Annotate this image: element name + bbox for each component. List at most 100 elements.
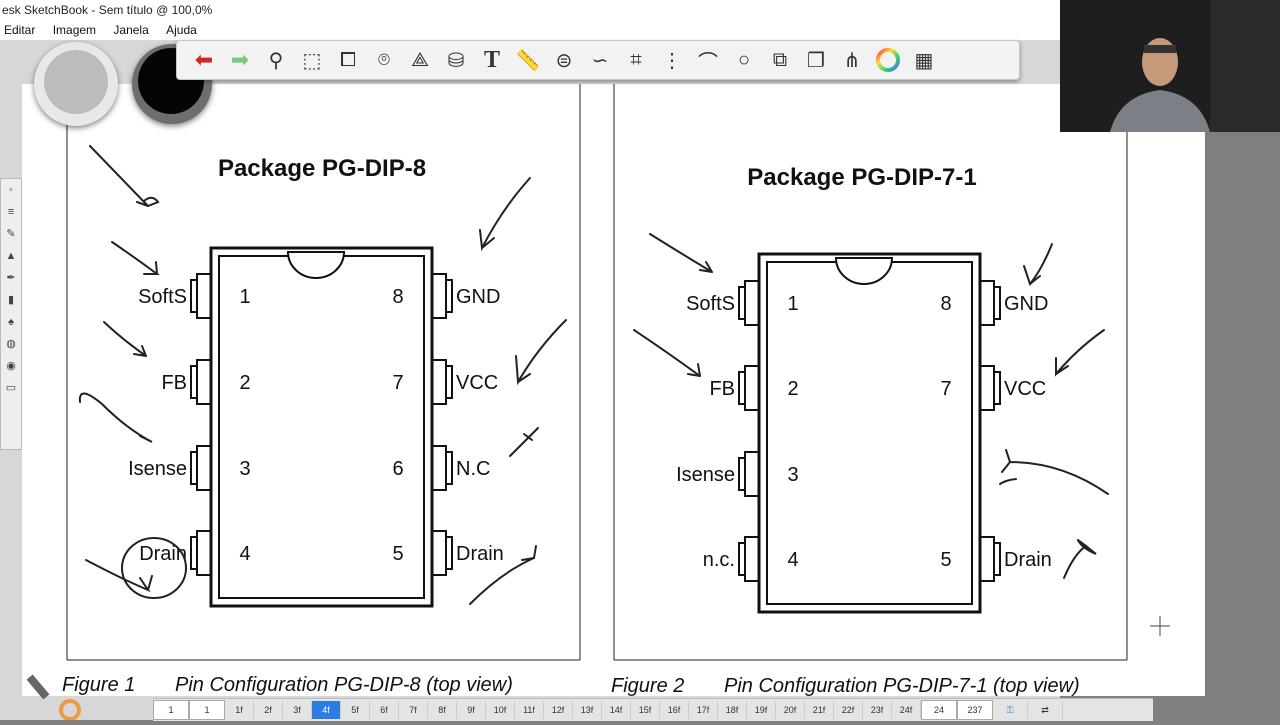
pin-label-left: FB bbox=[161, 372, 187, 394]
brush-icon[interactable]: ♠ bbox=[8, 316, 14, 328]
arrow-10 bbox=[649, 233, 713, 273]
webcam-overlay bbox=[1060, 0, 1280, 132]
brush-puck[interactable] bbox=[34, 42, 118, 126]
arrow-2 bbox=[111, 241, 161, 275]
start-frame[interactable]: 1 bbox=[153, 700, 189, 720]
ellipse-guide-icon[interactable]: ⊜ bbox=[555, 49, 573, 72]
lead-right-1 bbox=[980, 280, 1001, 326]
pin-number-left: 4 bbox=[239, 543, 250, 565]
arrow-7 bbox=[515, 319, 567, 386]
frame-4f[interactable]: 4f bbox=[312, 701, 341, 719]
frame-24f[interactable]: 24f bbox=[892, 701, 921, 719]
ruler-icon[interactable]: 📏 bbox=[515, 49, 541, 72]
collapse-icon[interactable]: ◦ bbox=[9, 184, 13, 196]
frame-3f[interactable]: 3f bbox=[283, 701, 312, 719]
pencil-icon[interactable]: ✎ bbox=[6, 228, 16, 240]
frame-10f[interactable]: 10f bbox=[486, 701, 515, 719]
pin-label-left: SoftS bbox=[138, 286, 187, 308]
menu-janela[interactable]: Janela bbox=[113, 23, 149, 37]
end-frame[interactable]: 237 bbox=[957, 700, 993, 720]
menu-ajuda[interactable]: Ajuda bbox=[166, 23, 197, 37]
pen-icon[interactable]: ✒ bbox=[6, 272, 16, 284]
lead-left-4 bbox=[738, 536, 759, 582]
frame-5f[interactable]: 5f bbox=[341, 701, 370, 719]
figure1-caption-text: Pin Configuration PG-DIP-8 (top view) bbox=[175, 674, 513, 696]
figure2-chip-outer bbox=[757, 252, 982, 614]
circle-icon[interactable]: ○ bbox=[737, 48, 751, 71]
arrow-14 bbox=[999, 449, 1109, 495]
pin-number-right: 8 bbox=[392, 286, 403, 308]
brushes-icon[interactable]: ⋔ bbox=[843, 49, 861, 72]
lasso-icon[interactable]: ⌾ bbox=[378, 48, 390, 71]
shape-icon[interactable]: ⧉ bbox=[772, 48, 788, 71]
bucket-icon[interactable]: ⛁ bbox=[447, 49, 465, 72]
symmetry-icon[interactable]: ⋮ bbox=[662, 49, 682, 72]
frame-9f[interactable]: 9f bbox=[457, 701, 486, 719]
frame-20f[interactable]: 20f bbox=[776, 701, 805, 719]
zoom-icon[interactable]: ⚲ bbox=[268, 49, 284, 72]
figure1-annotations bbox=[78, 145, 567, 605]
select-icon[interactable]: ⬚ bbox=[302, 49, 322, 72]
frame-17f[interactable]: 17f bbox=[689, 701, 718, 719]
smudge-icon[interactable]: ◉ bbox=[6, 360, 16, 372]
menu-imagem[interactable]: Imagem bbox=[52, 23, 97, 37]
undo-icon[interactable]: ⬅ bbox=[194, 47, 214, 72]
menu-editar[interactable]: Editar bbox=[4, 23, 36, 37]
frame-21f[interactable]: 21f bbox=[805, 701, 834, 719]
frame-11f[interactable]: 11f bbox=[515, 701, 544, 719]
pin-label-right: N.C bbox=[456, 458, 490, 480]
frame-22f[interactable]: 22f bbox=[834, 701, 863, 719]
color-puck[interactable] bbox=[132, 44, 212, 124]
color-wheel-mini-icon bbox=[59, 699, 81, 721]
loop-icon[interactable]: ⇄ bbox=[1028, 701, 1063, 719]
frame-12f[interactable]: 12f bbox=[544, 701, 573, 719]
pin-number-left: 1 bbox=[787, 293, 798, 315]
eraser-icon[interactable]: ▭ bbox=[5, 382, 17, 394]
blur-icon[interactable]: ◍ bbox=[6, 338, 16, 350]
frame-2f[interactable]: 2f bbox=[254, 701, 283, 719]
frame-7f[interactable]: 7f bbox=[399, 701, 428, 719]
frame-14f[interactable]: 14f bbox=[602, 701, 631, 719]
stroke-icon[interactable]: ⌒ bbox=[698, 51, 718, 74]
transform-icon[interactable]: ⟁ bbox=[411, 48, 429, 71]
airbrush-icon[interactable]: ▲ bbox=[5, 250, 17, 262]
frame-18f[interactable]: 18f bbox=[718, 701, 747, 719]
figure2-notch bbox=[834, 257, 894, 285]
frame-23f[interactable]: 23f bbox=[863, 701, 892, 719]
crop-icon[interactable]: ⧠ bbox=[340, 48, 356, 71]
frame-8f[interactable]: 8f bbox=[428, 701, 457, 719]
pin-label-left: Drain bbox=[139, 543, 187, 565]
lead-left-1 bbox=[738, 280, 759, 326]
current-frame[interactable]: 1 bbox=[189, 700, 225, 720]
figure1-chip-outer bbox=[209, 246, 434, 608]
key-icon[interactable]: ⚿ bbox=[993, 701, 1028, 719]
color-wheel-icon[interactable] bbox=[873, 45, 903, 75]
perspective-icon[interactable]: ⌗ bbox=[630, 48, 642, 71]
pen-mini-icon bbox=[26, 674, 50, 700]
pin-label-right: GND bbox=[456, 286, 500, 308]
right-margin bbox=[1205, 132, 1280, 720]
marker-icon[interactable]: ▮ bbox=[7, 294, 15, 306]
layers-icon[interactable]: ❐ bbox=[807, 49, 825, 72]
french-curve-icon[interactable]: ∽ bbox=[591, 49, 609, 72]
frame-16f[interactable]: 16f bbox=[660, 701, 689, 719]
fps-field[interactable]: 24 bbox=[921, 700, 957, 720]
frame-13f[interactable]: 13f bbox=[573, 701, 602, 719]
frame-15f[interactable]: 15f bbox=[631, 701, 660, 719]
brush-size-icon bbox=[44, 50, 108, 114]
pin-label-right: GND bbox=[1004, 293, 1048, 315]
text-icon[interactable]: T bbox=[483, 46, 500, 73]
frame-1f[interactable]: 1f bbox=[225, 701, 254, 719]
frame-6f[interactable]: 6f bbox=[370, 701, 399, 719]
lead-right-3 bbox=[432, 445, 453, 491]
figure1-caption-label: Figure 1 bbox=[62, 674, 136, 696]
frame-19f[interactable]: 19f bbox=[747, 701, 776, 719]
palette-icon[interactable]: ▦ bbox=[914, 49, 934, 72]
list-icon[interactable]: ≡ bbox=[7, 206, 15, 218]
bottom-brush-widget[interactable] bbox=[0, 650, 110, 721]
lead-left-1 bbox=[190, 273, 211, 319]
pin-label-left: Isense bbox=[676, 464, 735, 486]
redo-icon[interactable]: ➡ bbox=[230, 47, 250, 72]
